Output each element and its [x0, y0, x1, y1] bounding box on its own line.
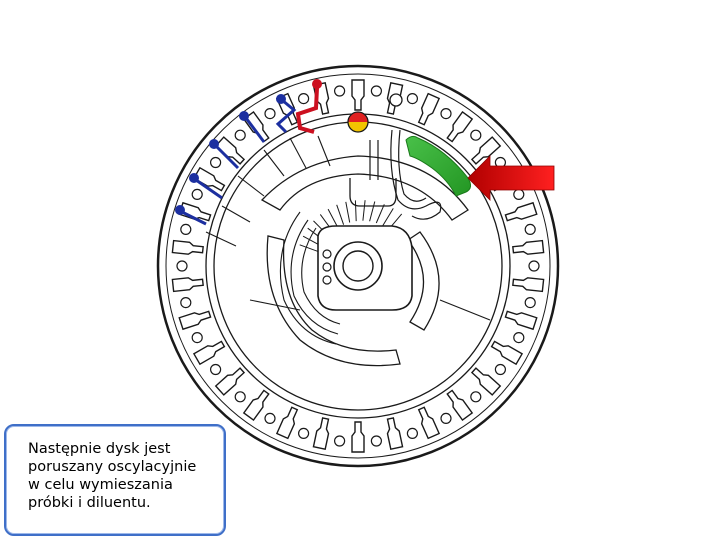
cuvette-ring — [171, 79, 545, 453]
cuvette-port — [191, 188, 203, 200]
cuvette — [417, 92, 441, 126]
cuvette-port — [406, 92, 418, 105]
cuvette — [242, 389, 270, 421]
cuvette — [171, 277, 204, 293]
cuvette — [178, 310, 212, 331]
spiral-rib — [327, 208, 339, 229]
cuvette-port — [176, 260, 188, 272]
cuvette-port — [524, 297, 536, 309]
cuvette-port — [191, 332, 203, 344]
cuvette — [512, 239, 545, 255]
spiral-ribs — [299, 200, 403, 253]
cuvette — [504, 310, 538, 331]
sample-inlet-channel — [369, 140, 379, 180]
sample-inlet-block — [349, 178, 397, 207]
sample-port-bead — [347, 111, 369, 133]
spiral-rib — [375, 204, 385, 224]
reagent-inlet-red — [295, 79, 322, 134]
disc-inner-rim — [165, 73, 551, 459]
cuvette-port — [334, 85, 346, 97]
cuvette-port — [470, 129, 482, 141]
hub-vent-hole — [322, 275, 332, 285]
cuvette-port — [513, 332, 525, 344]
mixing-chamber-outline — [266, 235, 401, 367]
arrow-left-icon — [467, 155, 555, 201]
cuvette-port — [180, 297, 192, 309]
cuvette — [504, 201, 538, 222]
cuvette-port — [528, 260, 540, 272]
cuvette — [242, 111, 270, 143]
cuvette — [446, 111, 474, 143]
cuvette-port — [298, 92, 310, 105]
spiral-rib — [345, 201, 351, 223]
cuvette-port — [234, 129, 246, 141]
cuvette — [386, 417, 404, 451]
cuvette-ports — [176, 85, 540, 447]
cuvette-port — [298, 427, 310, 439]
cuvette — [192, 340, 226, 366]
cuvette-port — [494, 363, 506, 376]
cuvette — [171, 239, 204, 255]
cuvette-port — [440, 107, 452, 120]
cuvette — [417, 406, 441, 440]
cuvette — [214, 136, 246, 165]
caption-text: Następnie dysk jest poruszany oscylacyjn… — [28, 441, 197, 511]
cuvette-port — [210, 363, 222, 376]
cuvette-port — [370, 85, 382, 97]
cuvette-port — [210, 156, 222, 169]
diluent-inlet-channel — [398, 129, 427, 202]
cuvette-port — [470, 391, 482, 403]
diluent-chamber-green — [405, 135, 472, 197]
cuvette — [490, 340, 524, 366]
cuvette-port — [234, 391, 246, 403]
cuvette — [192, 166, 226, 192]
plasma-chamber-outline — [407, 231, 440, 331]
cuvette-port — [513, 188, 525, 200]
hub-vent-hole — [322, 262, 332, 272]
cuvette — [512, 277, 545, 293]
vent-port — [389, 93, 403, 107]
center-hub-bore — [342, 250, 374, 282]
spiral-rib — [354, 200, 357, 222]
cuvette-port — [334, 435, 346, 447]
spiral-rib — [299, 244, 321, 253]
cuvette-port — [180, 223, 192, 235]
cuvette-port — [406, 427, 418, 439]
spiral-channel — [279, 211, 341, 345]
spiral-rib — [362, 200, 366, 221]
reagent-inlets-blue — [175, 94, 297, 226]
cuvette-port — [440, 412, 452, 424]
spiral-rib — [382, 208, 394, 226]
cuvette — [470, 367, 502, 396]
cuvette — [214, 367, 246, 396]
inlet-channels — [205, 135, 491, 321]
cuvette — [351, 421, 365, 453]
cuvette-port — [264, 107, 276, 120]
cuvette — [312, 417, 330, 451]
cuvette — [351, 79, 365, 111]
cuvette — [446, 389, 474, 421]
spiral-rib — [336, 204, 345, 225]
hub-vent-hole — [322, 249, 332, 259]
cuvette-port — [264, 412, 276, 424]
cuvette — [275, 406, 299, 440]
cuvette — [470, 136, 502, 165]
cuvette-port — [524, 223, 536, 235]
caption-box: Następnie dysk jest poruszany oscylacyjn… — [4, 424, 226, 536]
diluent-inlet-channel — [390, 129, 442, 220]
spiral-rib — [369, 201, 376, 222]
cuvette-port — [370, 435, 382, 447]
